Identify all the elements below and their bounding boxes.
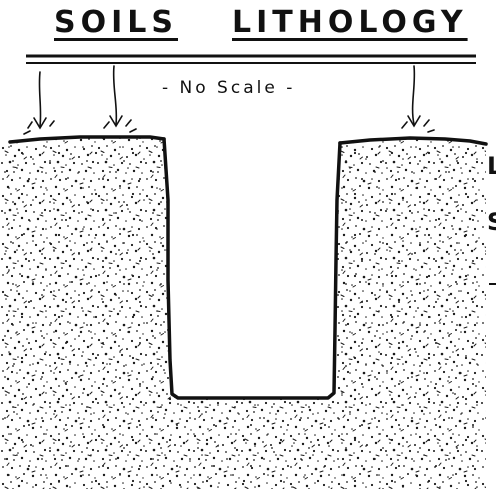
lithology-column-title: LITHOLOGY bbox=[232, 4, 468, 42]
cutoff-text-line-2: S bbox=[487, 210, 496, 234]
infiltration-arrow-center-left bbox=[104, 66, 136, 132]
infiltration-arrow-left bbox=[24, 72, 54, 134]
soils-column-title: SOILS bbox=[54, 4, 178, 42]
excavation-pit bbox=[166, 140, 340, 398]
cutoff-text-line-1: L bbox=[487, 154, 496, 178]
infiltration-arrow-right bbox=[402, 66, 434, 132]
cutoff-dash-mark bbox=[489, 283, 496, 285]
no-scale-note: - No Scale - bbox=[162, 78, 295, 98]
